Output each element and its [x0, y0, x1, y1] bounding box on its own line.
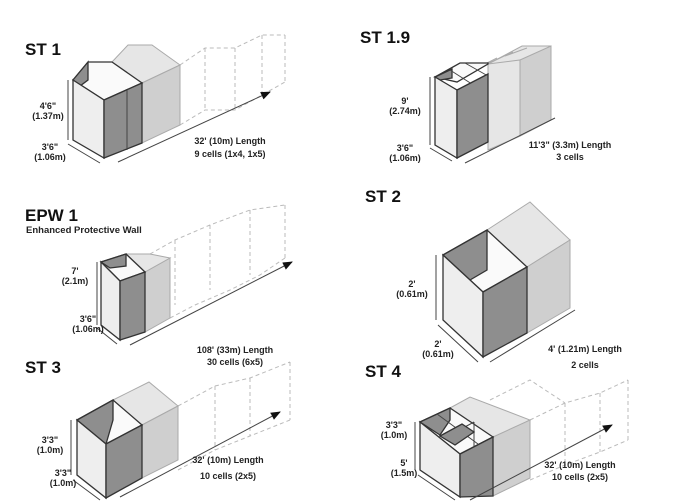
length-label: 108' (33m) Length: [197, 345, 273, 355]
height-label: 3'3": [42, 435, 58, 445]
width-label-metric: (1.06m): [72, 324, 104, 334]
width-label: 2': [434, 339, 441, 349]
cells-label: 9 cells (1x4, 1x5): [194, 149, 265, 159]
height-label: 3'3": [386, 420, 402, 430]
panel-title: ST 1.9: [360, 28, 410, 47]
cells-label: 30 cells (6x5): [207, 357, 263, 367]
cells-label: 10 cells (2x5): [552, 472, 608, 482]
epw1-cell-1: [99, 253, 147, 342]
width-label: 3'6": [397, 143, 413, 153]
height-label: 2': [408, 279, 415, 289]
panel-title: ST 3: [25, 358, 61, 377]
panel-subtitle: Enhanced Protective Wall: [26, 225, 142, 236]
st4-cells-front: [418, 406, 495, 499]
width-label-metric: (1.06m): [34, 152, 66, 162]
height-label-metric: (2.74m): [389, 106, 421, 116]
panel-st4: ST 4 3'3" (1.0m) 5' (1.5m) 32' (10m) Len…: [365, 362, 629, 501]
st1-ghost-cells: [179, 34, 286, 126]
width-label-metric: (1.0m): [50, 478, 77, 488]
epw1-cell-2: [124, 253, 172, 333]
st3-cell-1: [75, 398, 144, 500]
panel-title: ST 1: [25, 40, 61, 59]
cells-label: 3 cells: [556, 152, 584, 162]
panel-title: ST 4: [365, 362, 401, 381]
length-label: 4' (1.21m) Length: [548, 344, 622, 354]
cells-label: 10 cells (2x5): [200, 471, 256, 481]
length-label: 11'3" (3.3m) Length: [529, 140, 611, 150]
length-label: 32' (10m) Length: [544, 460, 615, 470]
panel-title: EPW 1: [25, 206, 78, 225]
st1-cell-1: [72, 60, 144, 160]
width-label-metric: (1.5m): [391, 468, 418, 478]
panel-st3: ST 3 3'3" (1.0m) 3'3" (1.0m) 32' (10m) L…: [25, 358, 291, 501]
width-label: 3'3": [55, 468, 71, 478]
panel-st1: ST 1 4'6" (1.37m) 3'6" (1.06m) 32' (10m)…: [25, 34, 286, 164]
panel-st19: ST 1.9 9' (2.74m) 3'6" (1.06m) 11'3" (3.…: [360, 28, 611, 164]
height-label-metric: (2.1m): [62, 276, 89, 286]
cells-label: 2 cells: [571, 360, 599, 370]
panel-st2: ST 2 2' (0.61m) 2' (0.61m) 4' (1.21m) Le…: [365, 187, 622, 370]
panel-title: ST 2: [365, 187, 401, 206]
height-label: 4'6": [40, 101, 56, 111]
st19-cell-1: [433, 62, 489, 160]
panel-epw1: EPW 1 Enhanced Protective Wall 7' (2.1m)…: [25, 204, 293, 367]
height-label-metric: (0.61m): [396, 289, 428, 299]
st4-cells-back: [449, 396, 532, 497]
width-label: 5': [400, 458, 407, 468]
width-label-metric: (0.61m): [422, 349, 454, 359]
height-label: 9': [401, 96, 408, 106]
st2-cell-2: [486, 201, 571, 334]
width-label-metric: (1.06m): [389, 153, 421, 163]
height-label: 7': [71, 266, 78, 276]
height-label-metric: (1.0m): [37, 445, 64, 455]
st2-cell-1: [441, 228, 529, 359]
width-label: 3'6": [42, 142, 58, 152]
length-label: 32' (10m) Length: [192, 455, 263, 465]
width-label: 3'6": [80, 314, 96, 324]
length-label: 32' (10m) Length: [194, 136, 265, 146]
height-label-metric: (1.37m): [32, 111, 64, 121]
height-label-metric: (1.0m): [381, 430, 408, 440]
